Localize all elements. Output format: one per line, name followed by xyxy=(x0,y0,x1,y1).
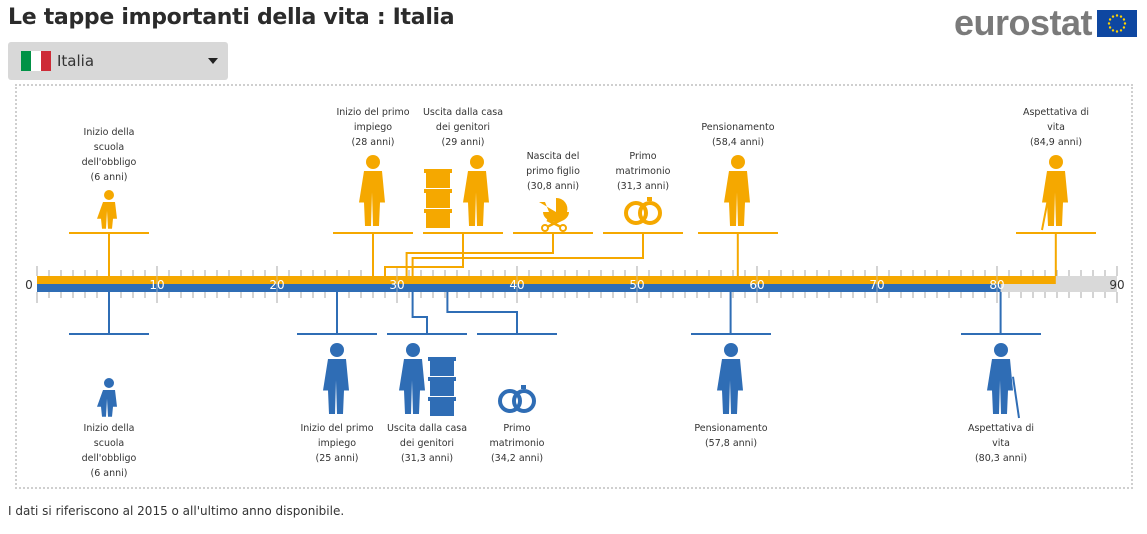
event-label: primo figlio xyxy=(526,166,580,177)
men-bar xyxy=(37,284,1001,292)
event-label: dell'obbligo xyxy=(82,157,137,168)
event-label: (6 anni) xyxy=(91,468,128,479)
event-label: Aspettativa di xyxy=(1023,107,1089,118)
event-label: (31,3 anni) xyxy=(617,181,669,192)
logo-text: eurostat xyxy=(953,2,1093,43)
event-label: Uscita dalla casa xyxy=(387,423,467,434)
eu-star xyxy=(1111,28,1115,32)
event-label: dell'obbligo xyxy=(82,453,137,464)
event-connector xyxy=(405,233,554,276)
girl-icon xyxy=(97,190,117,229)
country-select[interactable]: Italia xyxy=(8,42,228,80)
footnote: I dati si riferiscono al 2015 o all'ulti… xyxy=(8,504,345,518)
event-label: Inizio del primo xyxy=(336,107,409,118)
eu-star xyxy=(1122,17,1126,21)
event-label: impiego xyxy=(354,122,392,133)
elderly-man-icon xyxy=(987,343,1020,419)
tick-label: 20 xyxy=(269,278,284,292)
event-connector xyxy=(411,233,644,276)
flag-stripe xyxy=(21,51,31,71)
tick-label: 0 xyxy=(25,278,33,292)
working-man-icon xyxy=(323,343,349,414)
tick-label: 60 xyxy=(749,278,764,292)
event-label: (6 anni) xyxy=(91,172,128,183)
page-title: Le tappe importanti della vita : Italia xyxy=(8,5,455,30)
event-connector xyxy=(384,233,464,276)
event-label: Aspettativa di xyxy=(968,423,1034,434)
moving-out-man-icon xyxy=(399,343,456,416)
tick-label: 90 xyxy=(1109,278,1124,292)
event-label: Primo xyxy=(629,151,656,162)
eu-star xyxy=(1108,25,1112,29)
event-label: Inizio della xyxy=(84,423,135,434)
eurostat-logo[interactable]: eurostat xyxy=(953,2,1137,43)
flag-stripe xyxy=(41,51,51,71)
event-label: vita xyxy=(992,438,1010,449)
event-label: Pensionamento xyxy=(701,122,774,133)
eu-star xyxy=(1115,13,1119,17)
elderly-woman-icon xyxy=(1041,155,1068,231)
event-label: scuola xyxy=(94,438,124,449)
eu-star xyxy=(1122,25,1126,29)
rings-icon xyxy=(498,385,536,413)
women-bar xyxy=(37,276,1056,284)
flag-stripe xyxy=(31,51,41,71)
event-label: dei genitori xyxy=(400,438,454,449)
chevron-down-icon[interactable] xyxy=(208,58,218,64)
tick-label: 30 xyxy=(389,278,404,292)
event-label: scuola xyxy=(94,142,124,153)
country-select-value: Italia xyxy=(57,52,95,70)
eu-star xyxy=(1111,14,1115,18)
tick-label: 80 xyxy=(989,278,1004,292)
retired-woman-icon xyxy=(724,155,750,226)
eu-star xyxy=(1115,29,1119,33)
tick-label: 70 xyxy=(869,278,884,292)
event-label: impiego xyxy=(318,438,356,449)
event-label: (28 anni) xyxy=(351,137,394,148)
event-label: matrimonio xyxy=(490,438,545,449)
event-label: Uscita dalla casa xyxy=(423,107,503,118)
tick-label: 50 xyxy=(629,278,644,292)
event-label: Inizio del primo xyxy=(300,423,373,434)
eu-star xyxy=(1123,21,1127,25)
event-label: (29 anni) xyxy=(441,137,484,148)
pram-icon xyxy=(539,197,569,232)
event-label: (30,8 anni) xyxy=(527,181,579,192)
italy-flag-icon xyxy=(21,51,51,71)
eu-star xyxy=(1108,17,1112,21)
eu-star xyxy=(1119,14,1123,18)
tick-label: 40 xyxy=(509,278,524,292)
retired-man-icon xyxy=(717,343,743,414)
chart-frame xyxy=(15,84,1133,489)
tick-label: 10 xyxy=(149,278,164,292)
event-label: (25 anni) xyxy=(315,453,358,464)
boy-icon xyxy=(97,378,117,417)
eu-star xyxy=(1119,28,1123,32)
event-label: (80,3 anni) xyxy=(975,453,1027,464)
event-label: Inizio della xyxy=(84,127,135,138)
moving-out-woman-icon xyxy=(424,155,489,228)
event-label: (34,2 anni) xyxy=(491,453,543,464)
event-label: dei genitori xyxy=(436,122,490,133)
event-label: (58,4 anni) xyxy=(712,137,764,148)
working-woman-icon xyxy=(359,155,385,226)
event-label: (31,3 anni) xyxy=(401,453,453,464)
event-label: Nascita del xyxy=(527,151,580,162)
eu-flag-icon xyxy=(1097,9,1137,37)
rings-icon xyxy=(624,197,662,225)
event-label: Primo xyxy=(503,423,530,434)
event-label: matrimonio xyxy=(616,166,671,177)
event-label: (57,8 anni) xyxy=(705,438,757,449)
event-connector xyxy=(446,292,518,334)
event-label: Pensionamento xyxy=(694,423,767,434)
eu-star xyxy=(1107,21,1111,25)
event-label: (84,9 anni) xyxy=(1030,137,1082,148)
event-connector xyxy=(411,292,428,334)
event-label: vita xyxy=(1047,122,1065,133)
